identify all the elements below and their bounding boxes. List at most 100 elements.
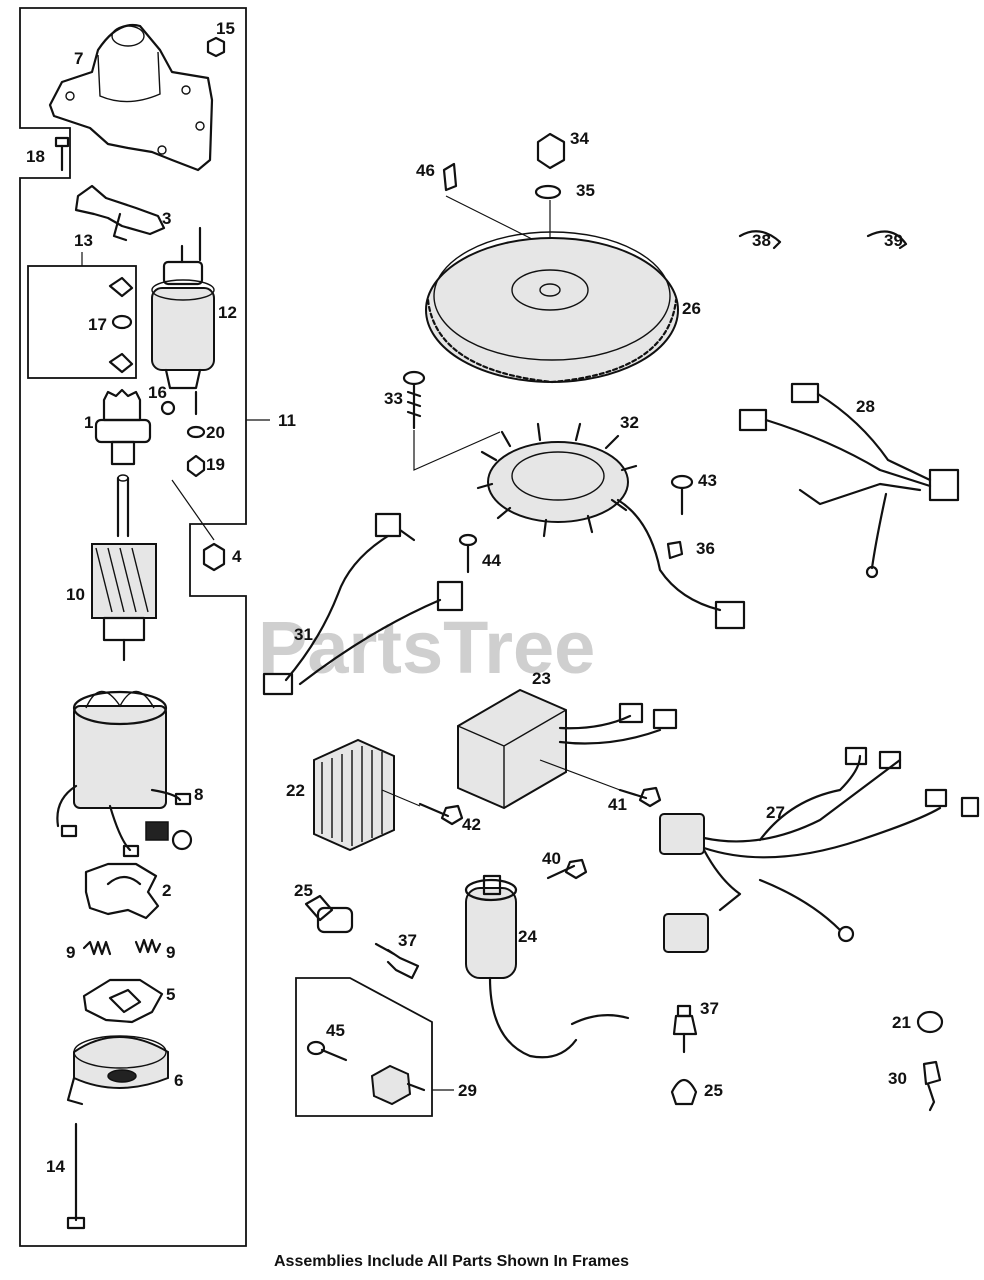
- callout-30: 30: [888, 1069, 907, 1088]
- callout-44: 44: [482, 551, 501, 570]
- callout-13: 13: [74, 231, 93, 250]
- switch-sensor: [672, 1004, 698, 1054]
- callout-15: 15: [216, 19, 235, 38]
- callout-8: 8: [194, 785, 203, 804]
- stator-screw: [670, 474, 694, 516]
- brush-plate: [82, 978, 164, 1024]
- callout-37a: 37: [398, 931, 417, 950]
- callout-21: 21: [892, 1013, 911, 1032]
- field-frame: [56, 690, 193, 858]
- starter-assembly-frame: [19, 7, 247, 1247]
- washer: [186, 425, 206, 439]
- wiring-harness-28: [738, 382, 960, 579]
- callout-40: 40: [542, 849, 561, 868]
- callout-36: 36: [696, 539, 715, 558]
- callout-3: 3: [162, 209, 171, 228]
- callout-23: 23: [532, 669, 551, 688]
- callout-22: 22: [286, 781, 305, 800]
- callout-9a: 9: [66, 943, 75, 962]
- terminal-nut: [202, 542, 226, 572]
- callout-4: 4: [232, 547, 242, 566]
- stator: [476, 422, 746, 630]
- callout-25b: 25: [704, 1081, 723, 1100]
- watermark: PartsTree: [258, 606, 595, 689]
- callout-2: 2: [162, 881, 171, 900]
- wiring-harness-27: [659, 746, 980, 953]
- sender-screw: [306, 1040, 348, 1062]
- wiring-harness-31: [262, 512, 464, 696]
- flywheel-bolt: [402, 370, 501, 471]
- pinion-gear: [94, 388, 152, 466]
- armature: [91, 474, 157, 662]
- callout-12: 12: [218, 303, 237, 322]
- callout-33: 33: [384, 389, 403, 408]
- callout-7: 7: [74, 49, 83, 68]
- callout-28: 28: [856, 397, 875, 416]
- flywheel-key: [442, 162, 458, 192]
- callout-34: 34: [570, 129, 589, 148]
- band-clamp-1: [738, 230, 782, 250]
- sensor-assembly-frame: [295, 977, 433, 1117]
- plate-lower: [108, 352, 134, 374]
- callout-35: 35: [576, 181, 595, 200]
- flywheel-washer: [534, 184, 562, 200]
- rectifier: [313, 738, 395, 852]
- footer-note: Assemblies Include All Parts Shown In Fr…: [274, 1253, 629, 1270]
- coil-screw: [546, 858, 588, 880]
- callout-19: 19: [206, 455, 225, 474]
- band-clamp-2: [866, 230, 908, 250]
- callout-45: 45: [326, 1021, 345, 1040]
- pressure-switch: [922, 1060, 942, 1112]
- callout-38: 38: [752, 231, 771, 250]
- spark-plug: [374, 942, 420, 980]
- callout-17: 17: [88, 315, 107, 334]
- ignition-module: [457, 688, 678, 810]
- callout-27: 27: [766, 803, 785, 822]
- switch-washer: [916, 1010, 944, 1034]
- callout-24: 24: [518, 927, 537, 946]
- callout-32: 32: [620, 413, 639, 432]
- harness-screw: [458, 533, 478, 574]
- callout-11: 11: [278, 411, 296, 430]
- callout-6: 6: [174, 1071, 183, 1090]
- ignition-coil: [464, 874, 630, 1059]
- callout-14: 14: [46, 1157, 65, 1176]
- wire-clamp: [666, 540, 684, 560]
- callout-41: 41: [608, 795, 627, 814]
- kit-frame: [27, 265, 137, 379]
- callout-25a: 25: [294, 881, 313, 900]
- temperature-sender: [370, 1064, 426, 1106]
- commutator-end-cap: [66, 1035, 169, 1106]
- bolt: [54, 136, 70, 172]
- callout-42: 42: [462, 815, 481, 834]
- drive-housing: [48, 23, 214, 172]
- callout-18: 18: [26, 147, 45, 166]
- nut-small: [186, 454, 206, 478]
- callout-43: 43: [698, 471, 717, 490]
- flywheel: [425, 231, 679, 384]
- plate-upper: [108, 276, 134, 298]
- shift-lever: [74, 184, 166, 242]
- callout-10: 10: [66, 585, 85, 604]
- brush-spring-right: [134, 938, 162, 954]
- callout-31: 31: [294, 625, 313, 644]
- module-screw: [618, 786, 662, 808]
- callout-16: 16: [148, 383, 167, 402]
- sensor-cap: [670, 1078, 698, 1106]
- plunger-spring: [160, 400, 176, 416]
- callout-9b: 9: [166, 943, 175, 962]
- brush-spring-left: [82, 940, 112, 956]
- callout-5: 5: [166, 985, 175, 1004]
- callout-29: 29: [458, 1081, 477, 1100]
- solenoid: [151, 226, 215, 390]
- through-bolt: [66, 1122, 86, 1230]
- callout-1: 1: [84, 413, 93, 432]
- callout-37b: 37: [700, 999, 719, 1018]
- o-ring: [111, 314, 133, 330]
- callout-20: 20: [206, 423, 225, 442]
- brush-holder: [84, 862, 160, 920]
- rectifier-bolt: [381, 789, 464, 826]
- nut: [206, 36, 226, 58]
- callout-39: 39: [884, 231, 903, 250]
